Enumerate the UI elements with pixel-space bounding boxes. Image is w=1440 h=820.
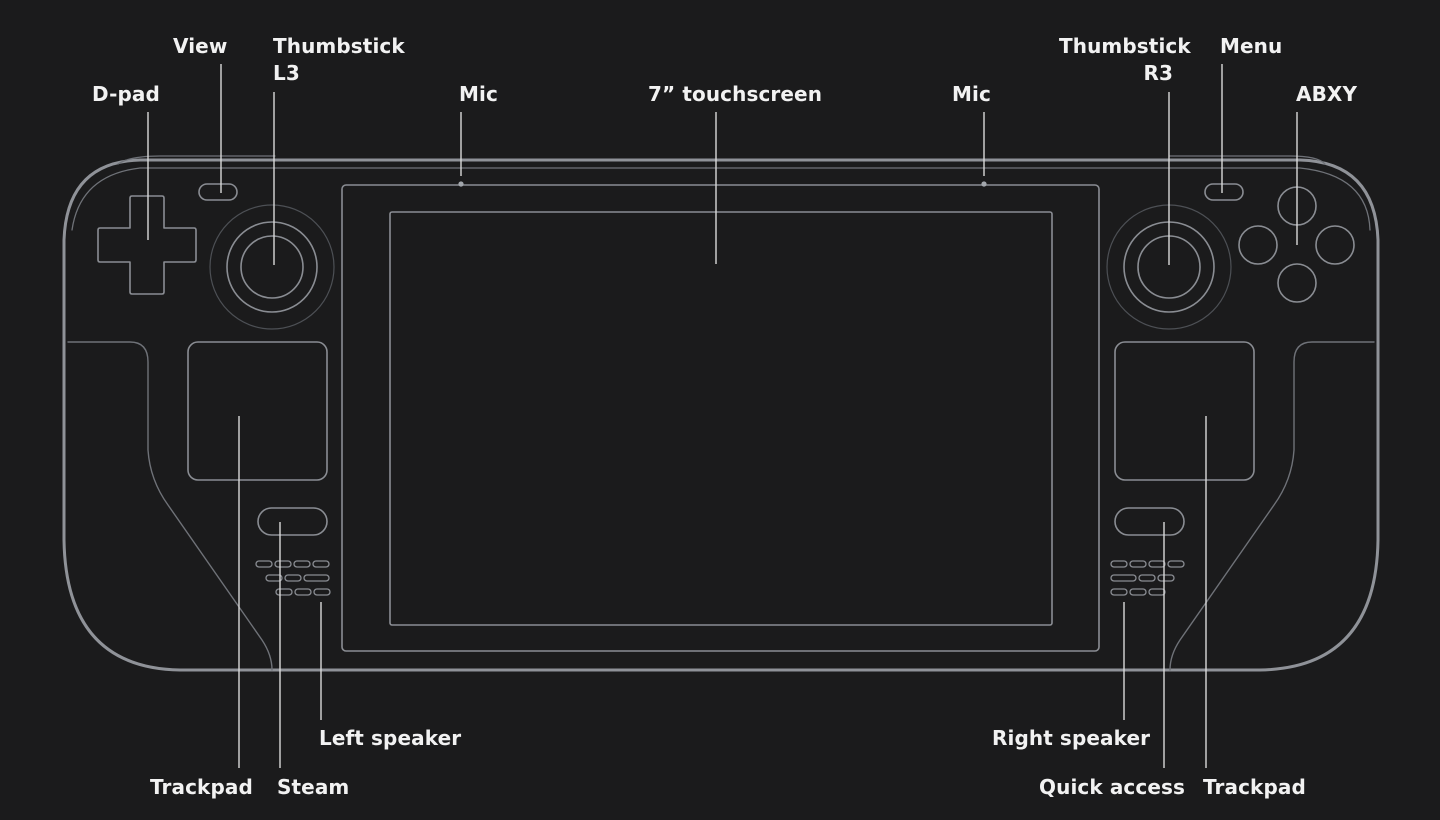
label-trackpad-right: Trackpad [1203,775,1306,799]
label-quick-access: Quick access [1039,775,1185,799]
label-right-speaker: Right speaker [992,726,1151,750]
device-body [62,158,1380,672]
mic-left-dot [458,181,464,187]
device-top-ridge [71,155,1371,231]
label-thumbstick-left: Thumbstick L3 [273,33,405,87]
label-touchscreen: 7” touchscreen [648,82,823,106]
label-thumbstick-right-sub: R3 [1143,61,1173,85]
label-steam: Steam [277,775,350,799]
label-trackpad-left: Trackpad [150,775,253,799]
label-thumbstick-right-title: Thumbstick [1059,34,1191,58]
trackpad-left [187,341,328,481]
label-thumbstick-left-title: Thumbstick [273,34,405,58]
label-view: View [173,34,228,58]
label-thumbstick-left-sub: L3 [273,61,300,85]
button-b [1315,225,1355,265]
view-button [198,183,238,201]
button-a [1277,263,1317,303]
screen-bezel [341,184,1100,652]
label-abxy: ABXY [1296,82,1358,106]
menu-button [1204,183,1244,201]
thumbstick-left [209,204,335,330]
label-left-speaker: Left speaker [319,726,462,750]
quick-access-button [1114,507,1185,536]
grip-contours [67,341,1375,671]
trackpad-right [1114,341,1255,481]
dpad [97,195,197,295]
label-mic-right: Mic [952,82,991,106]
steam-button [257,507,328,536]
mic-right-dot [981,181,987,187]
right-speaker-grille [1110,560,1185,596]
label-dpad: D-pad [92,82,160,106]
leader-lines [147,64,1298,768]
label-menu: Menu [1220,34,1283,58]
left-speaker-grille [255,560,331,596]
button-x [1238,225,1278,265]
touchscreen-display [389,211,1053,626]
label-thumbstick-right: Thumbstick R3 [1059,33,1191,87]
label-mic-left: Mic [459,82,498,106]
